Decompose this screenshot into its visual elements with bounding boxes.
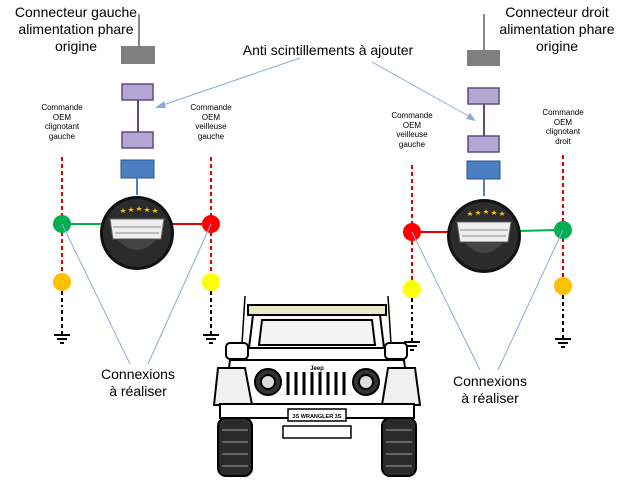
right-yellow-node [403, 280, 421, 298]
right-oem-connector [467, 50, 500, 66]
right-connections-line1: Connexions [453, 373, 527, 389]
left-anti-flicker-2 [121, 131, 154, 149]
left-oem-connector [121, 46, 155, 64]
right-cmd-sidelight-line4: gauche [398, 139, 426, 149]
left-connections-label: Connexions à réaliser [90, 366, 186, 400]
jeep-brand-text: Jeep [310, 366, 324, 372]
left-orange-node [53, 273, 71, 291]
anti-flicker-arrows [155, 57, 476, 121]
right-cmd-sidelight-line3: veilleuse [396, 130, 428, 140]
left-connector-title-line1: Connecteur gauche [14, 4, 138, 20]
left-cmd-sidelight-label: Commande OEM veilleuse gauche [176, 103, 246, 141]
left-connections-line1: Connexions [101, 366, 175, 382]
right-cmd-sidelight-line1: Commande [391, 111, 433, 120]
right-cmd-blinker-line1: Commande [542, 108, 584, 117]
right-cmd-sidelight-label: Commande OEM veilleuse gauche [378, 111, 446, 149]
right-connector-title: Connecteur droit alimentation phare orig… [482, 4, 632, 54]
left-cmd-blinker-line2: OEM [52, 112, 72, 122]
right-connector-title-line1: Connecteur droit [505, 4, 609, 20]
left-cmd-blinker-line1: Commande [41, 103, 83, 112]
right-cmd-blinker-line3: clignotant [545, 127, 581, 137]
left-cmd-sidelight-line1: Commande [190, 103, 232, 112]
left-cmd-sidelight-line3: veilleuse [195, 122, 227, 132]
left-connections-line2: à réaliser [109, 382, 167, 399]
left-cmd-sidelight-line4: gauche [197, 131, 225, 141]
left-ground-1-icon [53, 304, 71, 344]
right-connections-label: Connexions à réaliser [442, 373, 538, 407]
right-ground-2-icon [554, 308, 572, 348]
right-anti-flicker-2 [467, 135, 500, 153]
right-cmd-blinker-line2: OEM [553, 117, 573, 127]
right-headlamp-icon [446, 198, 522, 274]
right-circuit [403, 14, 572, 371]
right-connections-line2: à réaliser [461, 389, 519, 406]
right-orange-node [554, 277, 572, 295]
jeep-illustration [212, 295, 422, 477]
left-anti-flicker-1 [121, 83, 154, 101]
right-anti-flicker-1 [467, 87, 500, 105]
left-cmd-blinker-line4: gauche [48, 131, 76, 141]
left-connector-title: Connecteur gauche alimentation phare ori… [0, 4, 152, 54]
anti-flicker-label: Anti scintillements à ajouter [242, 42, 414, 58]
right-connector-title-line3: origine [535, 37, 579, 54]
left-module [120, 159, 155, 179]
right-connector-title-line2: alimentation phare [499, 20, 615, 37]
left-connector-title-line3: origine [54, 37, 98, 54]
right-cmd-blinker-line4: droit [555, 136, 571, 146]
plate-text: 3S WRANGLER 3S [293, 414, 342, 420]
right-cmd-blinker-label: Commande OEM clignotant droit [530, 108, 596, 146]
left-circuit [53, 14, 220, 365]
left-ground-2-icon [202, 304, 220, 344]
left-connector-title-line2: alimentation phare [18, 20, 134, 37]
left-headlamp-icon [99, 195, 175, 271]
left-cmd-blinker-line3: clignotant [44, 122, 80, 132]
left-cmd-sidelight-line2: OEM [201, 112, 221, 122]
left-cmd-blinker-label: Commande OEM clignotant gauche [28, 103, 96, 141]
left-yellow-node [202, 273, 220, 291]
right-cmd-sidelight-line2: OEM [402, 120, 422, 130]
right-module [466, 160, 501, 180]
